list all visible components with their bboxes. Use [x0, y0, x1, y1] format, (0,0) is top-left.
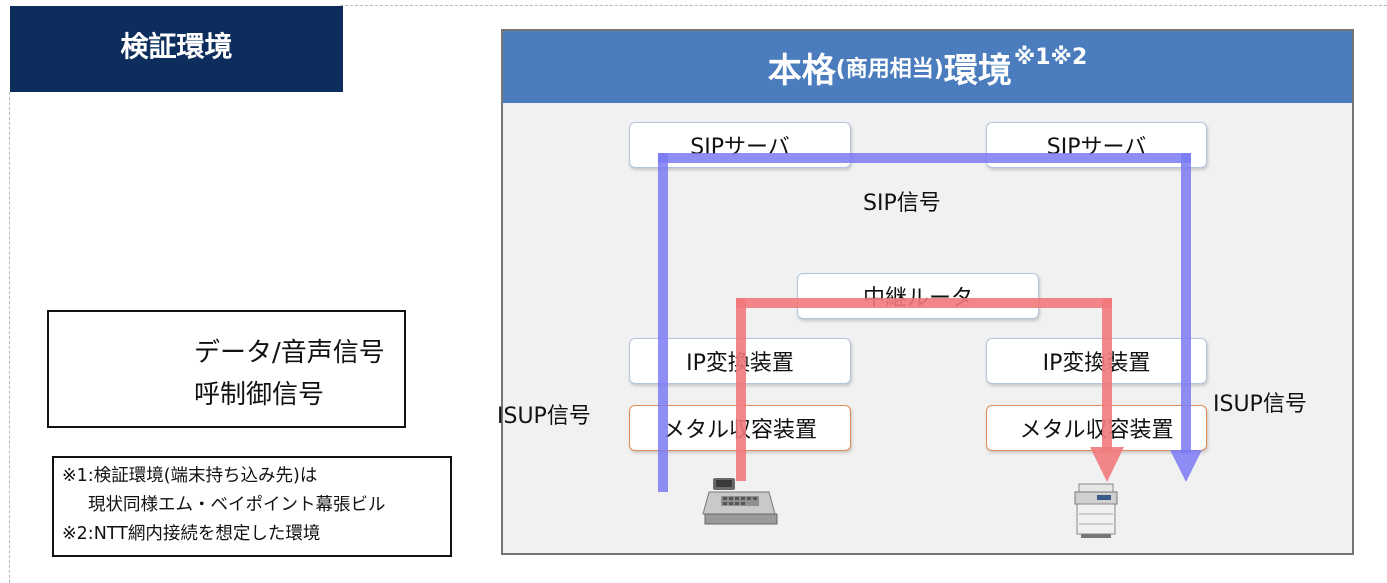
sip-signal-label: SIP信号 [863, 191, 941, 216]
legend-control-label: 呼制御信号 [194, 380, 325, 410]
footnotes: ※1:検証環境(端末持ち込み先)は 現状同様エム・ベイポイント幕張ビル ※2:N… [52, 456, 452, 557]
footnote-1: ※1:検証環境(端末持ち込み先)は [62, 466, 318, 486]
panel-title-env: 環境 [943, 50, 1012, 91]
dashed-divider-top [340, 5, 1387, 6]
sip-server-right: SIPサーバ [986, 122, 1207, 168]
panel-header: 本格 (商用相当) 環境 ※1※2 [503, 31, 1352, 103]
legend-item-data: データ/音声信号 [194, 332, 385, 369]
call-control-path [658, 153, 1202, 492]
printer-icon [1074, 483, 1118, 538]
panel-title-main: 本格 [767, 50, 836, 91]
production-env-panel: 本格 (商用相当) 環境 ※1※2 [501, 29, 1354, 555]
cash-register-icon [702, 478, 778, 525]
isup-signal-label-right: ISUP信号 [1213, 392, 1307, 417]
footnote-1-cont: 現状同様エム・ベイポイント幕張ビル [88, 495, 386, 515]
legend-item-control: 呼制御信号 [194, 374, 324, 411]
data-voice-path [736, 298, 1124, 482]
verification-env-tab: 検証環境 [10, 6, 343, 92]
ip-converter-right: IP変換装置 [986, 338, 1207, 384]
isup-signal-label-left: ISUP信号 [497, 404, 591, 429]
dashed-divider-left [9, 92, 10, 583]
footnote-2: ※2:NTT網内接続を想定した環境 [62, 524, 321, 544]
metal-accommodation-right: メタル収容装置 [986, 405, 1207, 451]
panel-title-notes: ※1※2 [1013, 44, 1088, 70]
legend [47, 310, 406, 428]
panel-title-paren: (商用相当) [835, 57, 944, 82]
legend-data-label: データ/音声信号 [194, 338, 385, 368]
